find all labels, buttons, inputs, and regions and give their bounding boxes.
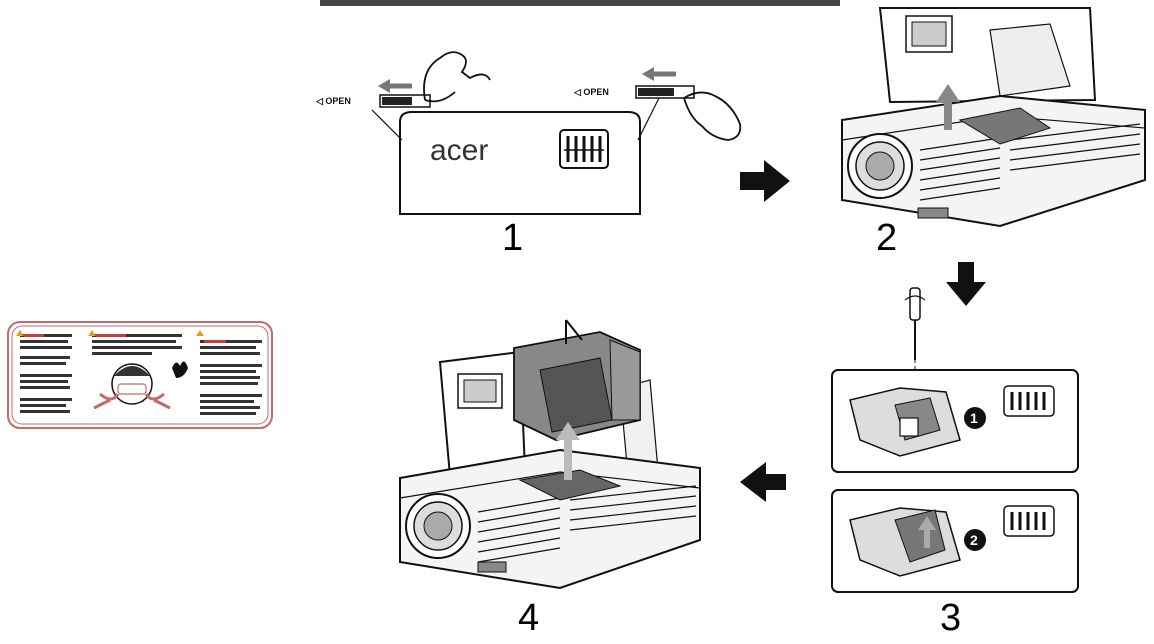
hand-pointer-icon: [683, 91, 742, 141]
slide-latch-right: [635, 85, 695, 99]
arrow-left-icon: [740, 462, 786, 502]
sub-step-1-badge: 1: [970, 410, 978, 426]
arrow-left-small-icon: [642, 67, 676, 81]
hot-surface-icon: [172, 361, 188, 378]
step2-projector-lid-open: [841, 7, 1146, 228]
arrow-down-icon: [946, 262, 986, 306]
arrow-up-icon: [918, 516, 936, 548]
arrow-right-icon: [740, 160, 790, 202]
person-mask-illustration: [93, 363, 171, 410]
arrow-left-small-icon: [378, 79, 412, 93]
acer-logo: acer: [430, 134, 488, 167]
step3-panel-pull-handle: 2: [831, 489, 1079, 593]
step4-projector-lamp-removal: [399, 319, 701, 590]
vent-grille: [1003, 385, 1055, 417]
step3-panel-unscrew: 1: [831, 369, 1079, 473]
hand-pointer-icon: [423, 51, 491, 103]
lamp-module: [513, 319, 641, 441]
warning-triangle-icon: [16, 330, 204, 336]
step-number-4: 4: [518, 597, 539, 639]
step-number-1: 1: [502, 217, 523, 259]
step-number-2: 2: [876, 217, 897, 259]
slide-latch-left: [379, 94, 431, 108]
step-number-3: 3: [940, 597, 961, 639]
top-cropped-text: [320, 0, 840, 6]
projector-vent-icon: [559, 129, 609, 169]
arrow-up-icon: [556, 422, 580, 480]
vent-grille: [1003, 505, 1055, 537]
open-label-left: ◁ OPEN: [315, 96, 351, 106]
warning-label: [7, 321, 273, 429]
sub-step-2-badge: 2: [970, 532, 978, 548]
open-label-right: ◁ OPEN: [573, 87, 609, 97]
step1-projector-top-view: acer ◁ OPEN ◁ OPEN: [315, 51, 742, 215]
arrow-up-icon: [936, 84, 960, 130]
